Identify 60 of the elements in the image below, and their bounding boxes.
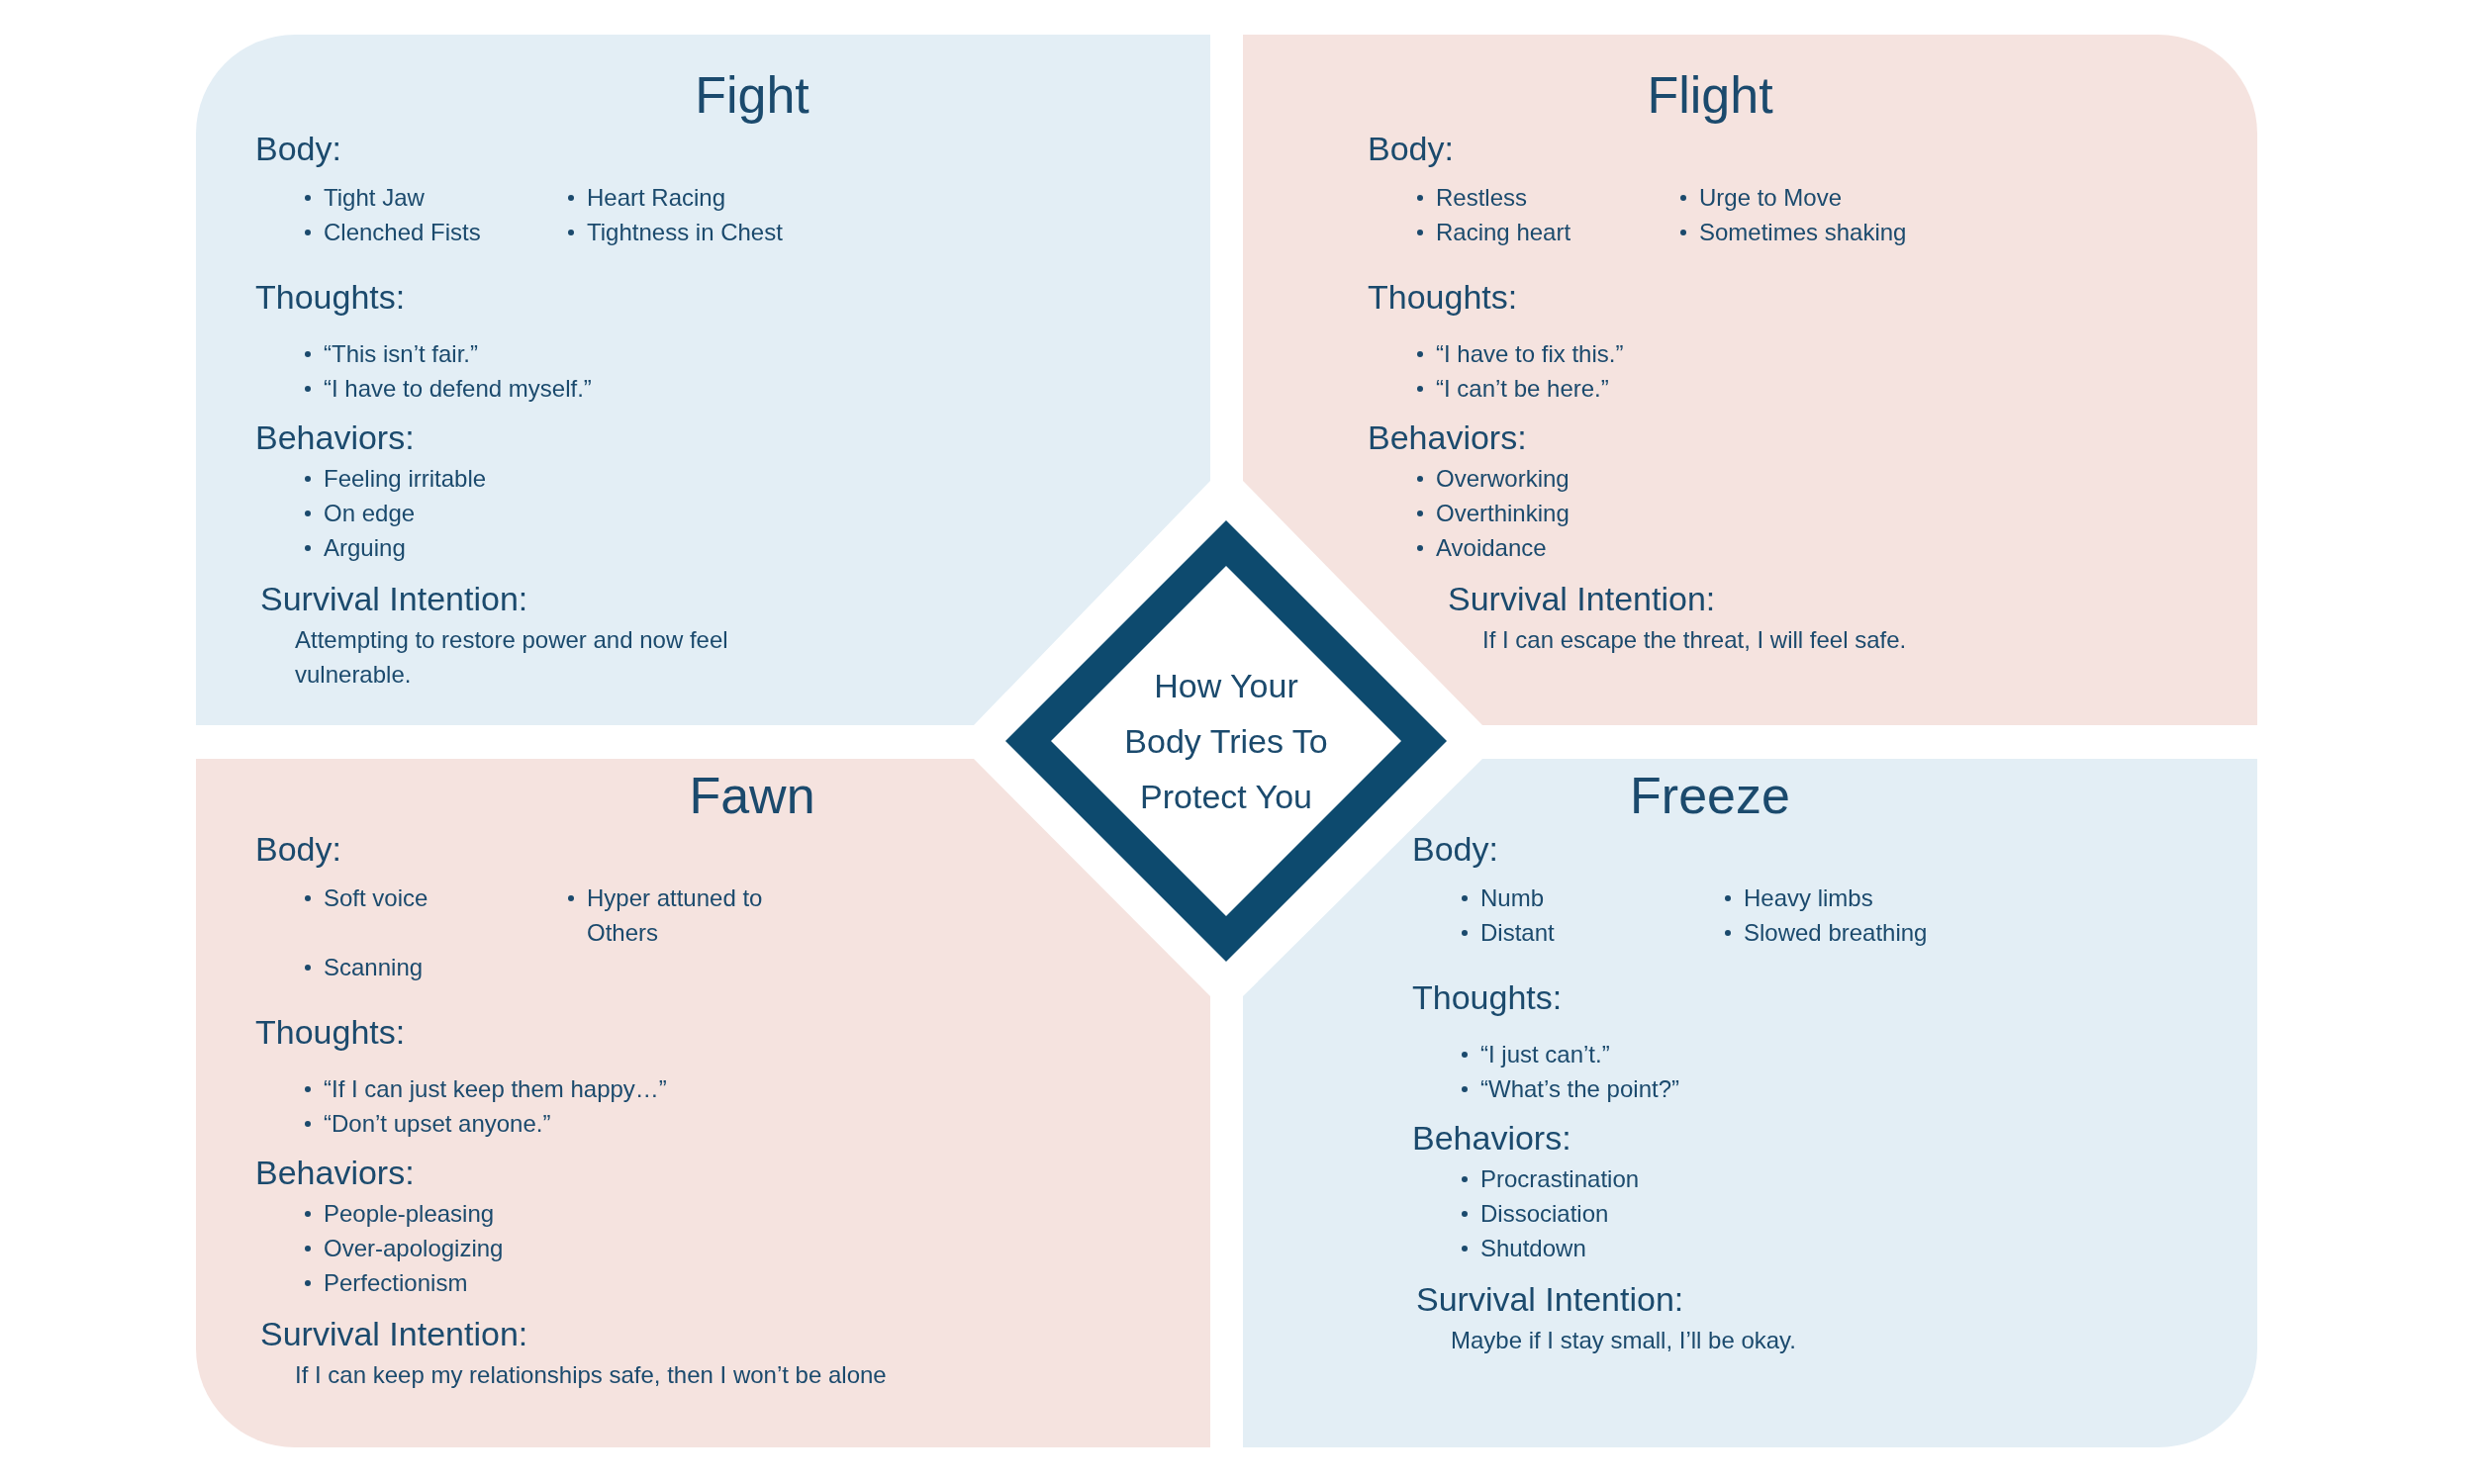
bullet-item: “I have to fix this.” <box>1417 336 1624 371</box>
section-heading: Body: <box>1412 829 1498 870</box>
bullet-item: Sometimes shaking <box>1680 215 1907 249</box>
section-heading: Body: <box>1368 129 1454 169</box>
bullet-item: Avoidance <box>1417 530 1547 565</box>
section-heading: Survival Intention: <box>260 579 528 619</box>
bullet-item: Numb <box>1462 881 1545 915</box>
bullet-item: Scanning <box>305 950 424 984</box>
section-heading: Thoughts: <box>1412 977 1563 1018</box>
bullet-item: Arguing <box>305 530 406 565</box>
intention-text: If I can keep my relationships safe, then I won’t be alone <box>295 1360 887 1390</box>
intention-text: If I can escape the threat, I will feel safe. <box>1482 625 1907 655</box>
section-heading: Body: <box>255 829 341 870</box>
bullet-item: Tight Jaw <box>305 180 425 215</box>
panel-title: Flight <box>1646 65 1774 125</box>
bullet-item: On edge <box>305 496 416 530</box>
bullet-item: Shutdown <box>1462 1231 1586 1265</box>
intention-text: Attempting to restore power and now feel vulnerable. <box>295 625 729 690</box>
section-heading: Survival Intention: <box>260 1314 528 1354</box>
section-heading: Thoughts: <box>255 277 406 318</box>
bullet-item: Urge to Move <box>1680 180 1843 215</box>
bullet-item: “I can’t be here.” <box>1417 371 1609 406</box>
section-heading: Behaviors: <box>1368 417 1527 458</box>
bullet-item: “Don’t upset anyone.” <box>305 1106 551 1141</box>
bullet-item: Tightness in Chest <box>568 215 783 249</box>
section-heading: Behaviors: <box>255 1153 415 1193</box>
section-heading: Behaviors: <box>1412 1118 1571 1159</box>
section-heading: Thoughts: <box>1368 277 1518 318</box>
bullet-item: Heavy limbs <box>1725 881 1873 915</box>
bullet-item: “What’s the point?” <box>1462 1071 1679 1106</box>
bullet-item: Hyper attuned to Others <box>568 881 814 950</box>
section-heading: Behaviors: <box>255 417 415 458</box>
section-heading: Thoughts: <box>255 1012 406 1053</box>
bullet-item: People-pleasing <box>305 1196 495 1231</box>
bullet-item: Feeling irritable <box>305 461 487 496</box>
bullet-item: Distant <box>1462 915 1555 950</box>
bullet-item: Clenched Fists <box>305 215 481 249</box>
bullet-item: “I just can’t.” <box>1462 1037 1610 1071</box>
section-heading: Body: <box>255 129 341 169</box>
bullet-item: Racing heart <box>1417 215 1571 249</box>
panel-title: Freeze <box>1629 766 1791 825</box>
diamond-label: How Your Body Tries To Protect You <box>1123 666 1329 817</box>
bullet-item: Dissociation <box>1462 1196 1609 1231</box>
bullet-item: Restless <box>1417 180 1528 215</box>
bullet-item: Over-apologizing <box>305 1231 504 1265</box>
section-heading: Survival Intention: <box>1448 579 1716 619</box>
panel-title: Fight <box>694 65 810 125</box>
bullet-item: Procrastination <box>1462 1161 1640 1196</box>
bullet-item: Soft voice <box>305 881 428 950</box>
bullet-item: “If I can just keep them happy…” <box>305 1071 667 1106</box>
bullet-item: “I have to defend myself.” <box>305 371 592 406</box>
bullet-item: Overthinking <box>1417 496 1570 530</box>
bullet-item: “This isn’t fair.” <box>305 336 479 371</box>
bullet-item: Overworking <box>1417 461 1570 496</box>
bullet-item: Perfectionism <box>305 1265 468 1300</box>
bullet-item: Slowed breathing <box>1725 915 1928 950</box>
bullet-item: Heart Racing <box>568 180 726 215</box>
section-heading: Survival Intention: <box>1416 1279 1684 1320</box>
panel-title: Fawn <box>688 766 816 825</box>
intention-text: Maybe if I stay small, I’ll be okay. <box>1451 1326 1796 1355</box>
